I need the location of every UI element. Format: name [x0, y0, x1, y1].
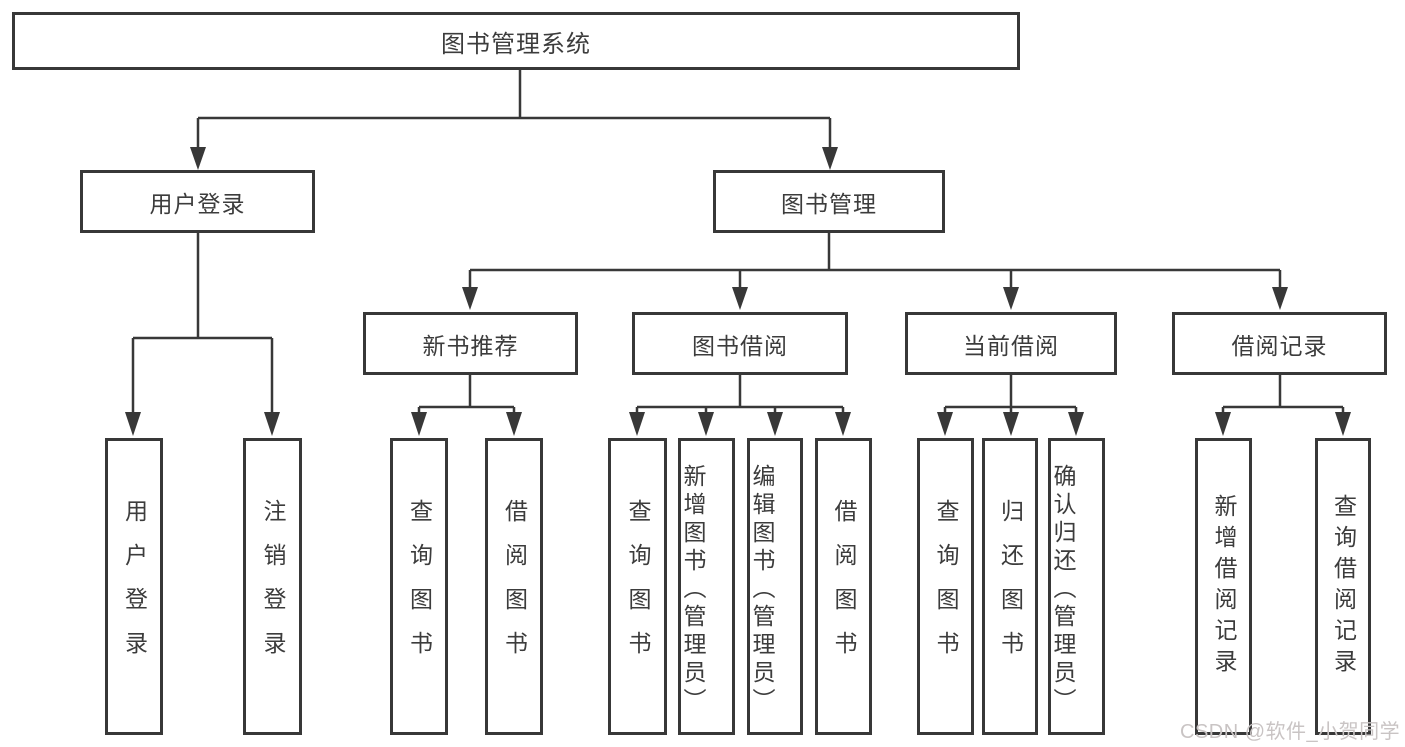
arrowhead: [835, 412, 851, 436]
leaf-query-books-borrow: 查询图书: [608, 438, 667, 735]
leaf-query-borrow-record: 查询借阅记录: [1315, 438, 1371, 735]
arrowhead: [462, 287, 478, 310]
leaf-query-borrow-record-label: 查询借阅记录: [1330, 493, 1357, 680]
connector-records-split: [1221, 375, 1345, 416]
node-root-label: 图书管理系统: [441, 30, 591, 58]
leaf-logout-label: 注销登录: [260, 498, 286, 675]
arrowhead: [1215, 412, 1231, 436]
csdn-watermark: CSDN @软件_小贺同学: [1180, 721, 1401, 743]
leaf-query-books-current-label: 查询图书: [933, 498, 959, 675]
leaf-confirm-return-admin-label: 确认归还（管理员）: [1050, 464, 1076, 716]
arrowhead: [264, 412, 280, 436]
node-new-book-recommendation: 新书推荐: [363, 312, 578, 375]
leaf-return-book-label: 归还图书: [997, 498, 1024, 675]
leaf-query-books-recommend-label: 查询图书: [406, 498, 433, 675]
node-root: 图书管理系统: [12, 12, 1020, 70]
leaf-query-books-borrow-label: 查询图书: [625, 498, 651, 675]
node-current-borrowing: 当前借阅: [905, 312, 1117, 375]
node-book-borrowing-label: 图书借阅: [692, 332, 788, 359]
leaf-user-login: 用户登录: [105, 438, 163, 735]
leaf-edit-book-admin-label: 编辑图书（管理员）: [749, 464, 775, 716]
arrowhead: [732, 287, 748, 310]
leaf-logout: 注销登录: [243, 438, 302, 735]
node-book-management-label: 图书管理: [781, 190, 877, 217]
node-user-login-label: 用户登录: [149, 190, 246, 217]
leaf-borrow-books-recommend: 借阅图书: [485, 438, 543, 735]
leaf-return-book: 归还图书: [982, 438, 1038, 735]
leaf-borrow-books-recommend-label: 借阅图书: [501, 498, 528, 675]
connector-root-to-level2: [196, 70, 832, 149]
arrowhead: [1335, 412, 1351, 436]
arrowhead: [411, 412, 427, 436]
arrowhead: [125, 412, 141, 436]
node-borrowing-records-label: 借阅记录: [1231, 332, 1328, 359]
arrowhead: [506, 412, 522, 436]
leaf-add-book-admin-label: 新增图书（管理员）: [680, 464, 706, 716]
connector-book-management-split: [468, 233, 1282, 289]
leaf-add-borrow-record: 新增借阅记录: [1195, 438, 1252, 735]
connector-recommend-split: [417, 375, 516, 416]
connector-current-split: [943, 375, 1078, 416]
arrowhead: [1272, 287, 1288, 310]
leaf-query-books-current: 查询图书: [917, 438, 974, 735]
leaf-borrow-books-borrow-label: 借阅图书: [831, 498, 857, 675]
arrowhead: [190, 147, 206, 170]
leaf-confirm-return-admin: 确认归还（管理员）: [1048, 438, 1105, 735]
leaf-add-borrow-record-label: 新增借阅记录: [1211, 493, 1237, 680]
connector-user-login-split: [131, 233, 274, 415]
node-borrowing-records: 借阅记录: [1172, 312, 1387, 375]
node-book-management: 图书管理: [713, 170, 945, 233]
leaf-add-book-admin: 新增图书（管理员）: [678, 438, 735, 735]
arrowhead: [937, 412, 953, 436]
node-current-borrowing-label: 当前借阅: [963, 332, 1059, 359]
arrowhead: [1068, 412, 1084, 436]
arrowhead: [629, 412, 645, 436]
leaf-edit-book-admin: 编辑图书（管理员）: [747, 438, 803, 735]
node-user-login: 用户登录: [80, 170, 315, 233]
arrowhead: [1003, 412, 1019, 436]
arrowhead: [698, 412, 714, 436]
leaf-query-books-recommend: 查询图书: [390, 438, 448, 735]
arrowhead: [1003, 287, 1019, 310]
connector-borrow-split: [635, 375, 845, 416]
node-new-book-recommendation-label: 新书推荐: [422, 332, 519, 359]
leaf-user-login-label: 用户登录: [121, 498, 148, 675]
node-book-borrowing: 图书借阅: [632, 312, 848, 375]
arrowhead: [767, 412, 783, 436]
arrowhead: [822, 147, 838, 170]
leaf-borrow-books-borrow: 借阅图书: [815, 438, 872, 735]
